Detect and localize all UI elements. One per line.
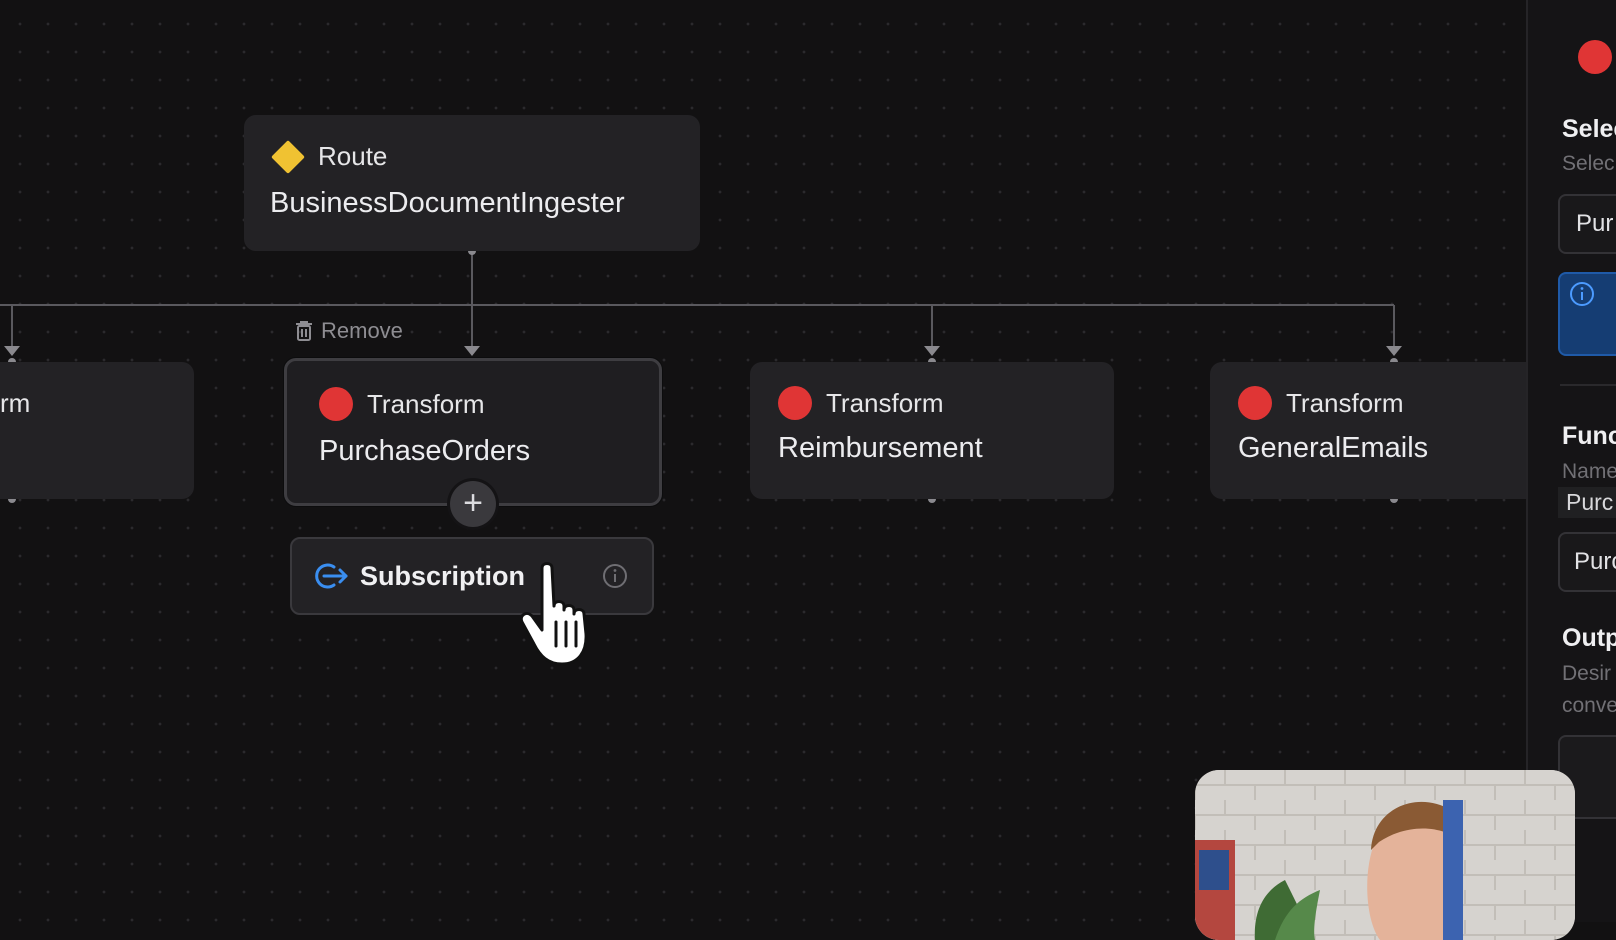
select-subheading: Selec (1562, 152, 1615, 175)
transform-status-dot-icon (319, 387, 353, 421)
output-heading: Outp (1562, 624, 1616, 652)
workflow-canvas[interactable]: Route BusinessDocumentIngester rm Remove… (0, 0, 1526, 922)
info-callout (1558, 272, 1616, 356)
output-description-line2: conve (1562, 694, 1616, 717)
function-chip: Purc (1558, 487, 1616, 518)
presenter-webcam (1195, 770, 1575, 940)
function-subheading: Name (1562, 460, 1616, 483)
subscription-label: Subscription (360, 561, 526, 591)
transform-node-type: Transform (1286, 387, 1404, 418)
route-node-type: Route (318, 141, 388, 171)
route-node-name: BusinessDocumentIngester (270, 187, 625, 219)
transform-node-type: Transform (367, 388, 485, 419)
remove-label: Remove (321, 318, 403, 343)
hand-cursor-icon (520, 562, 588, 666)
route-diamond-icon (271, 139, 305, 174)
presenter-video-frame (1195, 770, 1575, 940)
panel-divider (1560, 384, 1616, 386)
transform-status-dot-icon (778, 386, 812, 420)
select-heading: Selec (1562, 115, 1616, 143)
transform-node-partial[interactable]: rm (0, 362, 194, 499)
function-heading: Func (1562, 422, 1616, 450)
output-description-line1: Desir (1562, 662, 1612, 685)
function-value: Purc (1574, 548, 1616, 575)
route-node[interactable]: Route BusinessDocumentIngester (244, 115, 700, 251)
info-icon[interactable] (602, 563, 628, 589)
info-icon (1570, 282, 1594, 306)
select-value: Pur (1576, 210, 1614, 237)
transform-node-partial-type: rm (0, 388, 31, 418)
panel-status-dot-icon (1578, 40, 1612, 74)
transform-node-name: Reimbursement (778, 432, 983, 464)
transform-node-type: Transform (826, 387, 944, 418)
transform-node-reimbursement[interactable]: Transform Reimbursement (750, 362, 1114, 499)
transform-node-name: PurchaseOrders (319, 435, 531, 467)
subscription-item[interactable]: Subscription (290, 537, 654, 615)
trash-icon (296, 321, 312, 341)
transform-node-generalemails[interactable]: Transform GeneralEmails (1210, 362, 1526, 499)
add-step-button[interactable]: + (450, 481, 496, 527)
function-input[interactable]: Purc (1558, 532, 1616, 592)
select-dropdown[interactable]: Pur (1558, 194, 1616, 254)
properties-panel: T Selec Selec Pur Func Name Purc Purc Ou… (1526, 0, 1616, 922)
transform-node-name: GeneralEmails (1238, 432, 1429, 464)
subscription-icon (315, 563, 348, 589)
transform-status-dot-icon (1238, 386, 1272, 420)
remove-button[interactable]: Remove (295, 318, 403, 344)
